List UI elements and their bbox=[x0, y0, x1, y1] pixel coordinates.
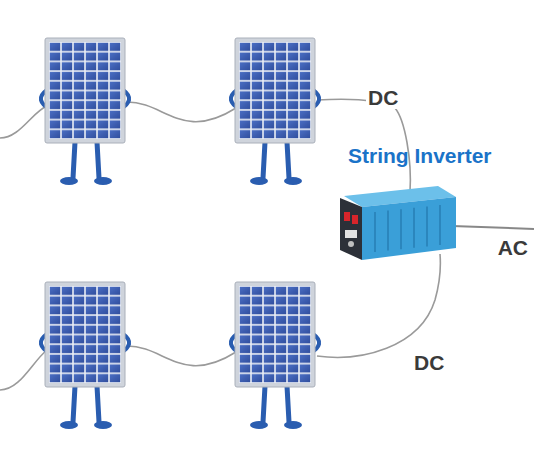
inverter-heading: String Inverter bbox=[348, 144, 492, 168]
inverter-switch bbox=[344, 212, 350, 221]
inverter-socket bbox=[345, 230, 357, 238]
inverter-rib bbox=[413, 208, 415, 248]
inverter-rib bbox=[387, 211, 389, 251]
inverter-terminal bbox=[348, 241, 354, 247]
inverter-rib bbox=[400, 209, 402, 249]
inverter-rib bbox=[374, 212, 376, 252]
inverter-front bbox=[362, 197, 456, 260]
inverter-switch bbox=[352, 215, 358, 224]
solar-panel bbox=[41, 38, 129, 185]
inverter-rib bbox=[439, 205, 441, 245]
wire-label: DC bbox=[412, 351, 446, 374]
solar-panel bbox=[231, 282, 319, 429]
ac-wire bbox=[452, 226, 534, 229]
inverter-rib bbox=[426, 206, 428, 246]
inverter-side bbox=[340, 198, 362, 260]
solar-panel bbox=[231, 38, 319, 185]
solar-panel bbox=[41, 282, 129, 429]
wire-label: AC bbox=[496, 236, 530, 259]
wire-label: DC bbox=[366, 86, 400, 109]
